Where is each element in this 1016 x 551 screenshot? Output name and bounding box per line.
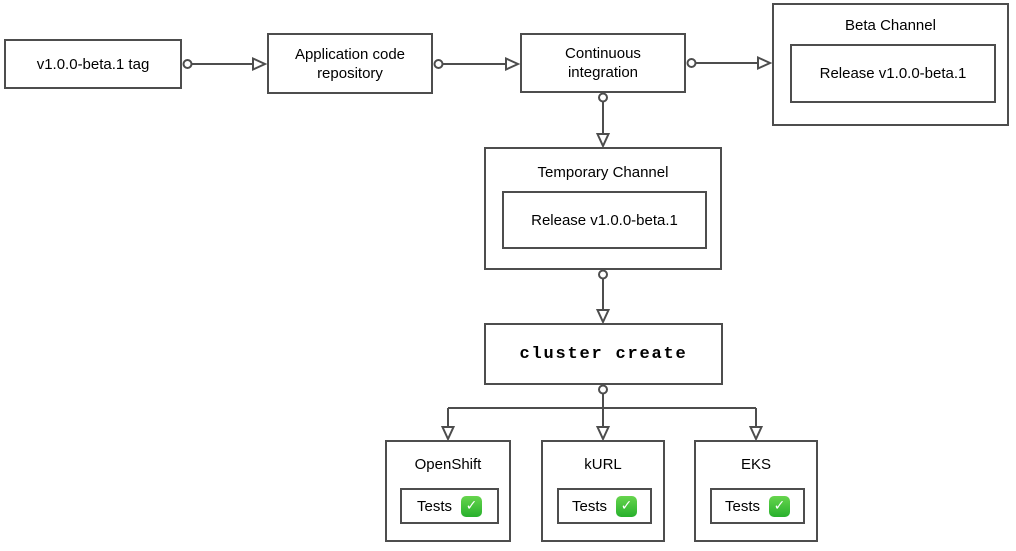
node-version-tag: v1.0.0-beta.1 tag [4,39,182,89]
check-mark-icon: ✓ [616,495,637,517]
node-continuous-integration: Continuous integration [520,33,686,93]
node-openshift: OpenShift Tests ✓ [385,440,511,542]
edge-ci-to-beta-channel [686,55,773,71]
edge-tag-to-app-repo [182,56,268,72]
kurl-tests-box: Tests ✓ [557,488,652,524]
beta-channel-release-label: Release v1.0.0-beta.1 [819,65,967,82]
kurl-tests-label: Tests [571,497,607,515]
edge-temporary-channel-to-cluster-create [595,269,611,325]
openshift-tests-label: Tests [416,497,452,515]
openshift-tests-box: Tests ✓ [400,488,499,524]
openshift-title: OpenShift [414,456,482,473]
edge-ci-to-temporary-channel [595,92,611,149]
beta-channel-title: Beta Channel [845,17,936,34]
node-eks: EKS Tests ✓ [694,440,818,542]
edge-app-repo-to-ci [433,56,521,72]
node-application-code-repository-label: Application code repository [294,45,406,82]
eks-tests-box: Tests ✓ [710,488,805,524]
eks-title: EKS [740,456,771,473]
temporary-channel-title: Temporary Channel [537,164,669,181]
kurl-title: kURL [584,456,622,473]
temporary-channel-release-box: Release v1.0.0-beta.1 [502,191,707,249]
node-cluster-create: cluster create [484,323,723,385]
node-continuous-integration-label: Continuous integration [565,45,641,81]
beta-channel-release-box: Release v1.0.0-beta.1 [790,44,996,103]
node-kurl: kURL Tests ✓ [541,440,665,542]
node-application-code-repository: Application code repository [267,33,433,94]
node-beta-channel: Beta Channel Release v1.0.0-beta.1 [772,3,1009,126]
edge-cluster-create-to-platforms [440,384,764,442]
check-mark-icon: ✓ [461,495,482,517]
node-version-tag-label: v1.0.0-beta.1 tag [36,55,150,73]
node-temporary-channel: Temporary Channel Release v1.0.0-beta.1 [484,147,722,270]
eks-tests-label: Tests [724,497,760,515]
node-cluster-create-label: cluster create [519,344,688,364]
check-mark-icon: ✓ [769,495,790,517]
temporary-channel-release-label: Release v1.0.0-beta.1 [531,211,678,229]
